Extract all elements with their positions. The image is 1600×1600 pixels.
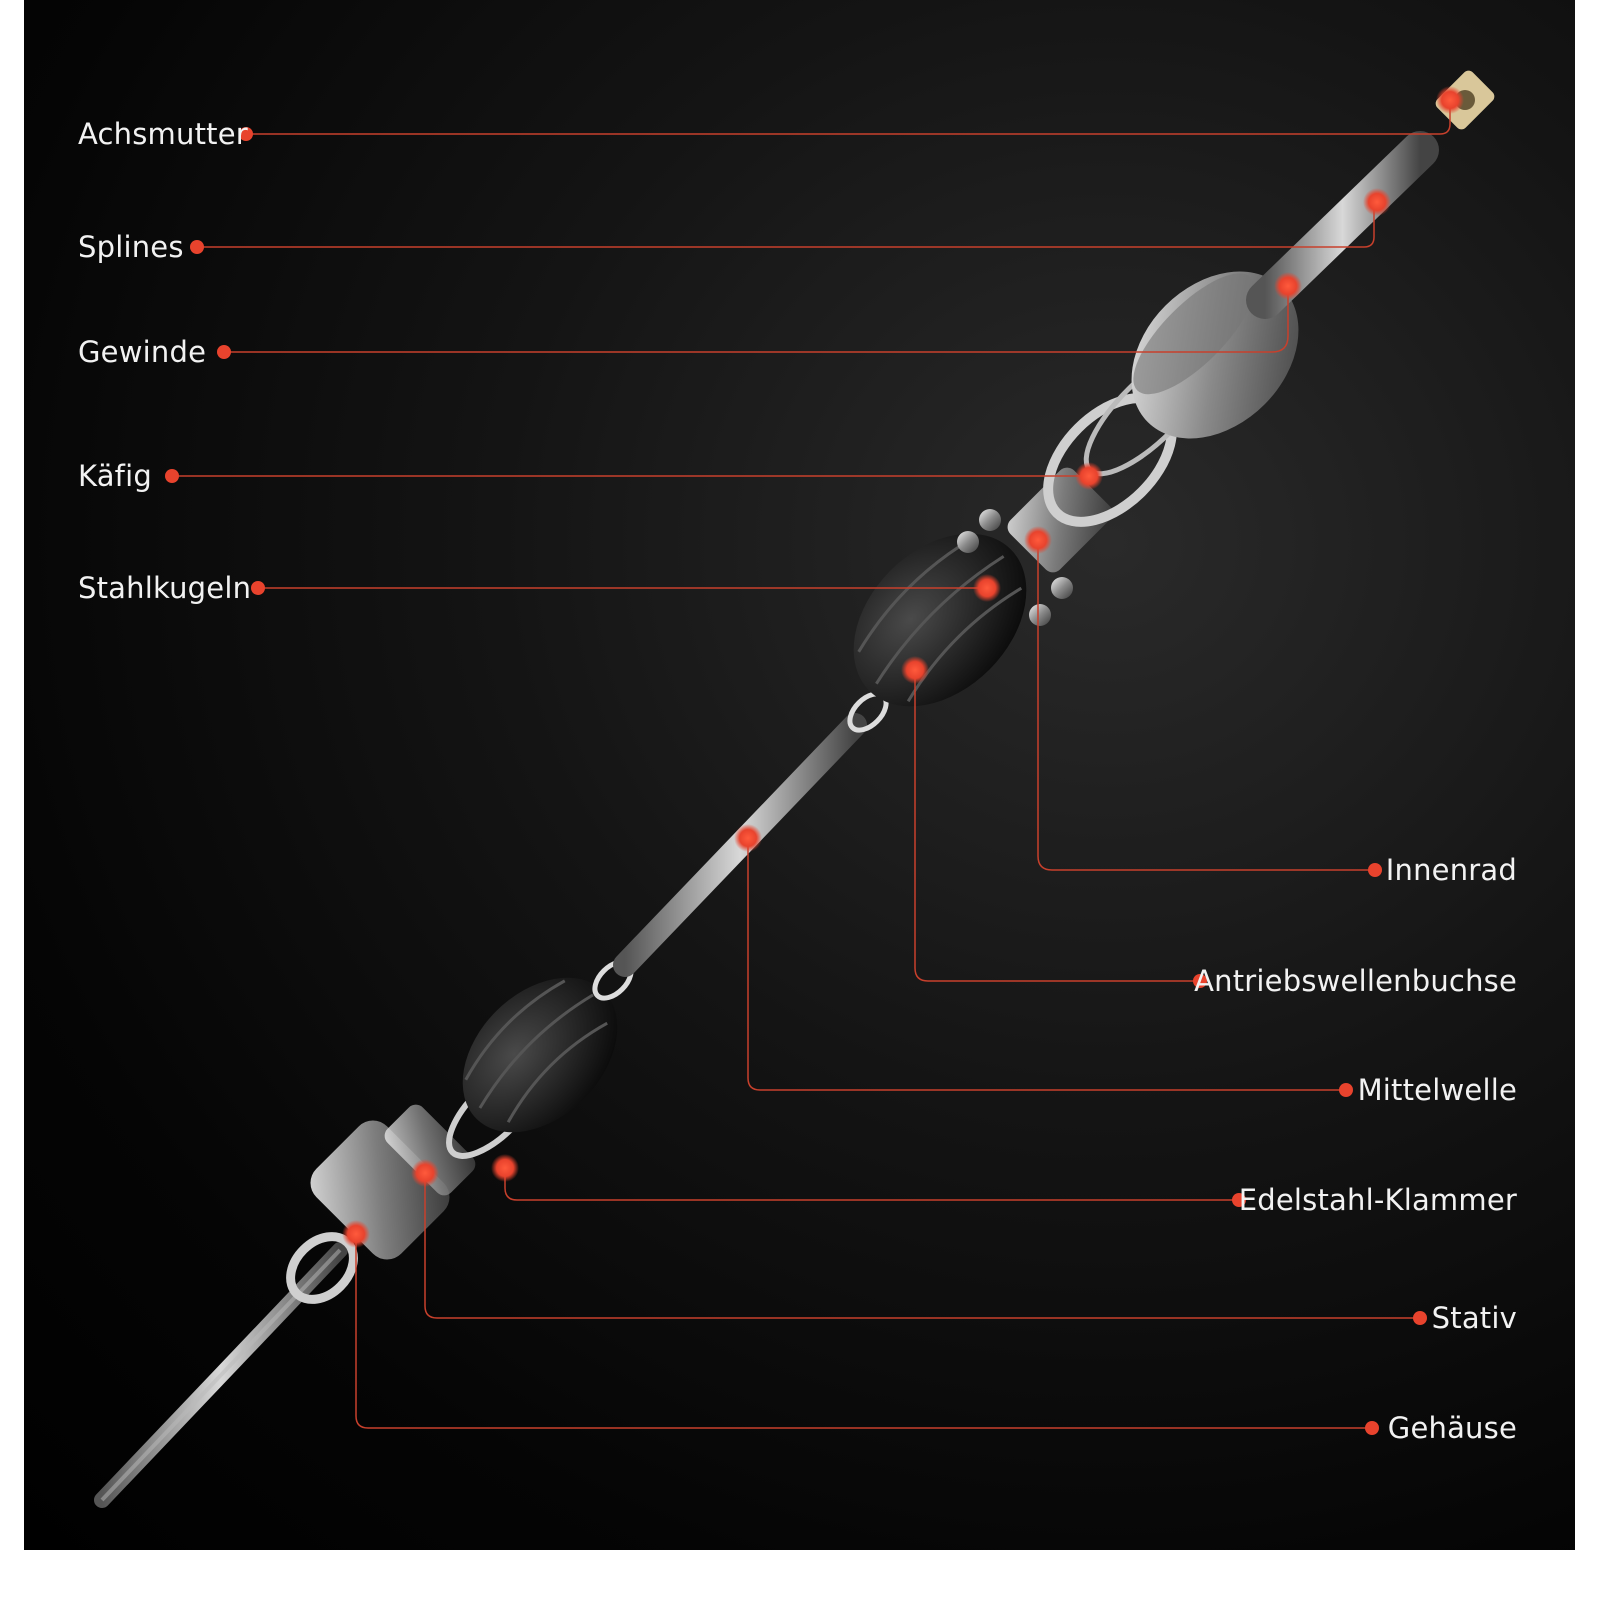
label-mittelwelle: Mittelwelle — [1357, 1073, 1517, 1107]
label-kaefig: Käfig — [78, 459, 152, 493]
tripod — [384, 1104, 476, 1196]
label-gehaeuse: Gehäuse — [1387, 1411, 1517, 1445]
label-achsmutter: Achsmutter — [78, 117, 248, 151]
part-markers — [342, 86, 1464, 1248]
label-dots — [165, 127, 1427, 1435]
label-antriebswellenbuchse: Antriebswellenbuchse — [1194, 964, 1517, 998]
label-gewinde: Gewinde — [78, 335, 207, 369]
label-stahlkugeln: Stahlkugeln — [78, 571, 252, 605]
label-splines: Splines — [78, 230, 184, 264]
inner-boot — [462, 977, 618, 1133]
label-innenrad: Innenrad — [1385, 853, 1517, 887]
leader-lines — [172, 104, 1451, 1429]
label-stativ: Stativ — [1431, 1301, 1517, 1335]
steel-balls — [957, 509, 1073, 626]
label-edelstahl-klammer: Edelstahl-Klammer — [1238, 1183, 1517, 1217]
